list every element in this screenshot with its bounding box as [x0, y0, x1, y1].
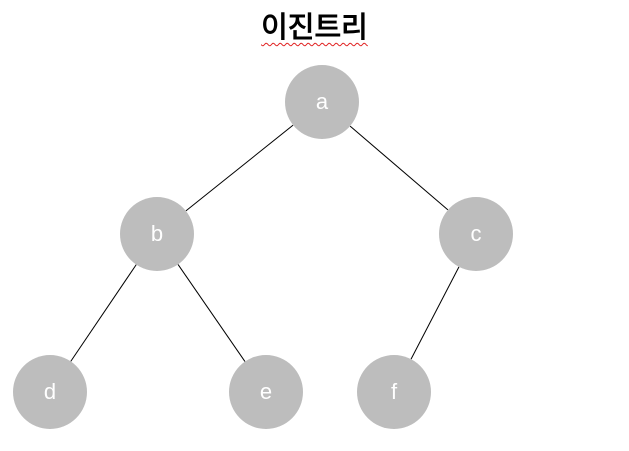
- node-circle-b: [120, 197, 194, 271]
- tree-node-b: b: [120, 197, 194, 271]
- node-circle-a: [285, 65, 359, 139]
- edge-c-f: [410, 266, 460, 360]
- node-label-d: d: [44, 379, 56, 404]
- tree-node-d: d: [13, 355, 87, 429]
- node-circle-c: [439, 197, 513, 271]
- node-label-a: a: [316, 89, 329, 114]
- tree-node-c: c: [439, 197, 513, 271]
- edge-a-b: [185, 124, 294, 212]
- node-circle-f: [357, 355, 431, 429]
- diagram-title: 이진트리: [0, 4, 629, 46]
- node-label-e: e: [260, 379, 272, 404]
- node-label-f: f: [391, 379, 398, 404]
- node-label-c: c: [471, 221, 482, 246]
- tree-node-e: e: [229, 355, 303, 429]
- edge-b-e: [177, 264, 246, 362]
- tree-node-f: f: [357, 355, 431, 429]
- diagram-title-text: 이진트리: [261, 10, 368, 44]
- node-circle-e: [229, 355, 303, 429]
- edge-a-c: [349, 125, 449, 211]
- tree-edges: [70, 124, 460, 362]
- node-label-b: b: [151, 221, 163, 246]
- tree-node-a: a: [285, 65, 359, 139]
- edge-b-d: [70, 264, 137, 362]
- node-circle-d: [13, 355, 87, 429]
- tree-nodes: a b c d e f: [13, 65, 513, 429]
